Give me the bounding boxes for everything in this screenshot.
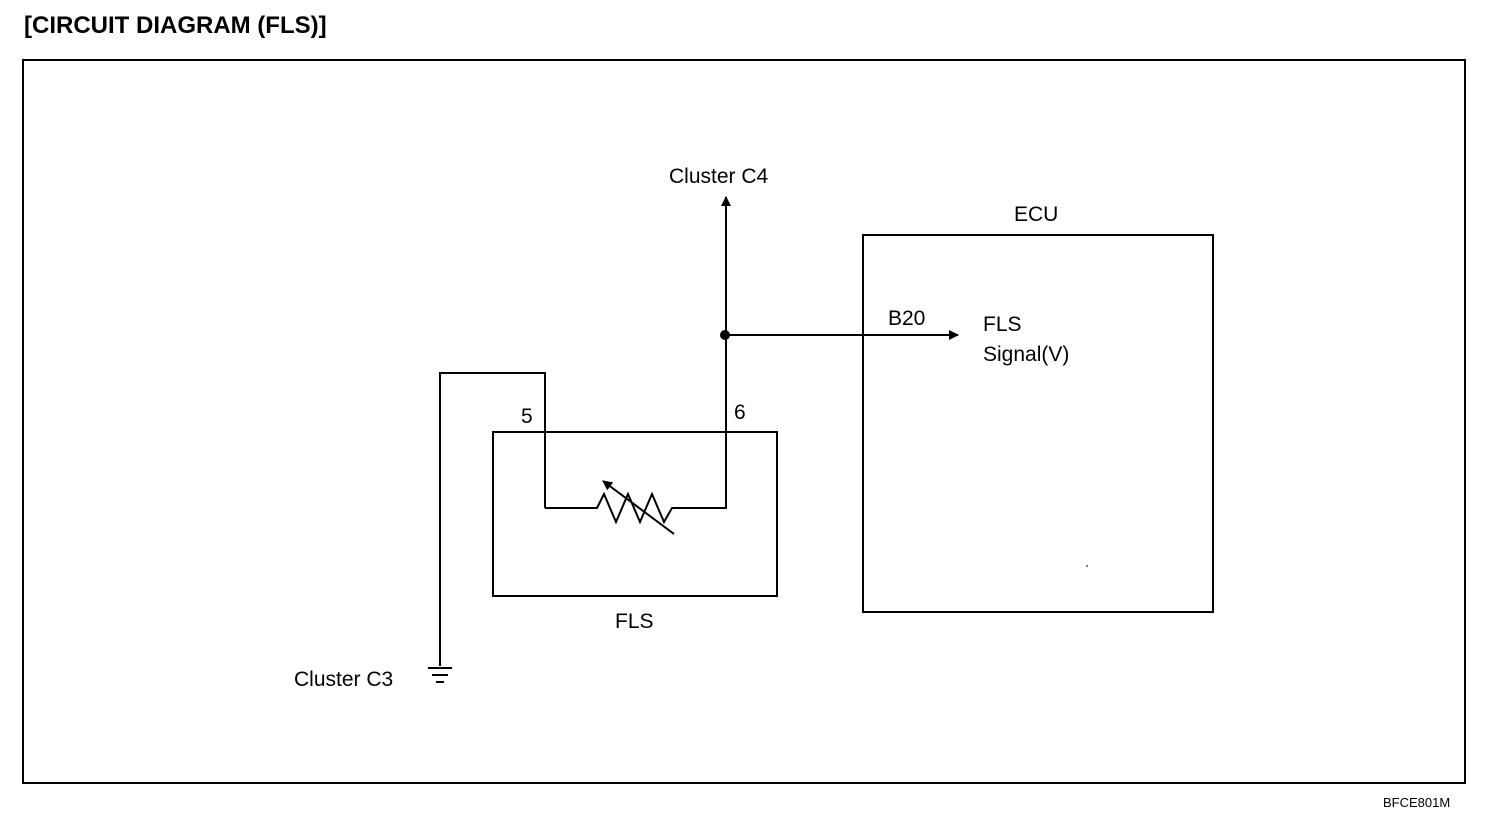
- figure-code: BFCE801M: [1383, 795, 1450, 810]
- junction-dot: [720, 330, 730, 340]
- fls-pin-5-label: 5: [521, 405, 533, 428]
- ecu-label: ECU: [1014, 203, 1058, 226]
- ground-icon: [428, 667, 452, 683]
- ecu-pin-label: B20: [888, 307, 925, 330]
- ecu-signal-label-line2: Signal(V): [983, 343, 1069, 366]
- ecu-box: [862, 234, 1214, 613]
- fls-label: FLS: [615, 610, 654, 633]
- ecu-signal-label-line1: FLS: [983, 313, 1022, 336]
- cluster-c4-label: Cluster C4: [669, 165, 769, 188]
- cluster-c3-label: Cluster C3: [294, 668, 393, 691]
- fls-sensor-box: [492, 431, 778, 597]
- diagram-title: [CIRCUIT DIAGRAM (FLS)]: [24, 12, 327, 39]
- fls-pin-6-label: 6: [734, 401, 746, 424]
- diagram-frame: [22, 59, 1466, 784]
- ground-wire: [439, 372, 546, 666]
- variable-resistor-arrow-icon: [602, 480, 675, 535]
- variable-resistor-icon: [545, 335, 727, 525]
- ecu-mark: [1086, 565, 1088, 567]
